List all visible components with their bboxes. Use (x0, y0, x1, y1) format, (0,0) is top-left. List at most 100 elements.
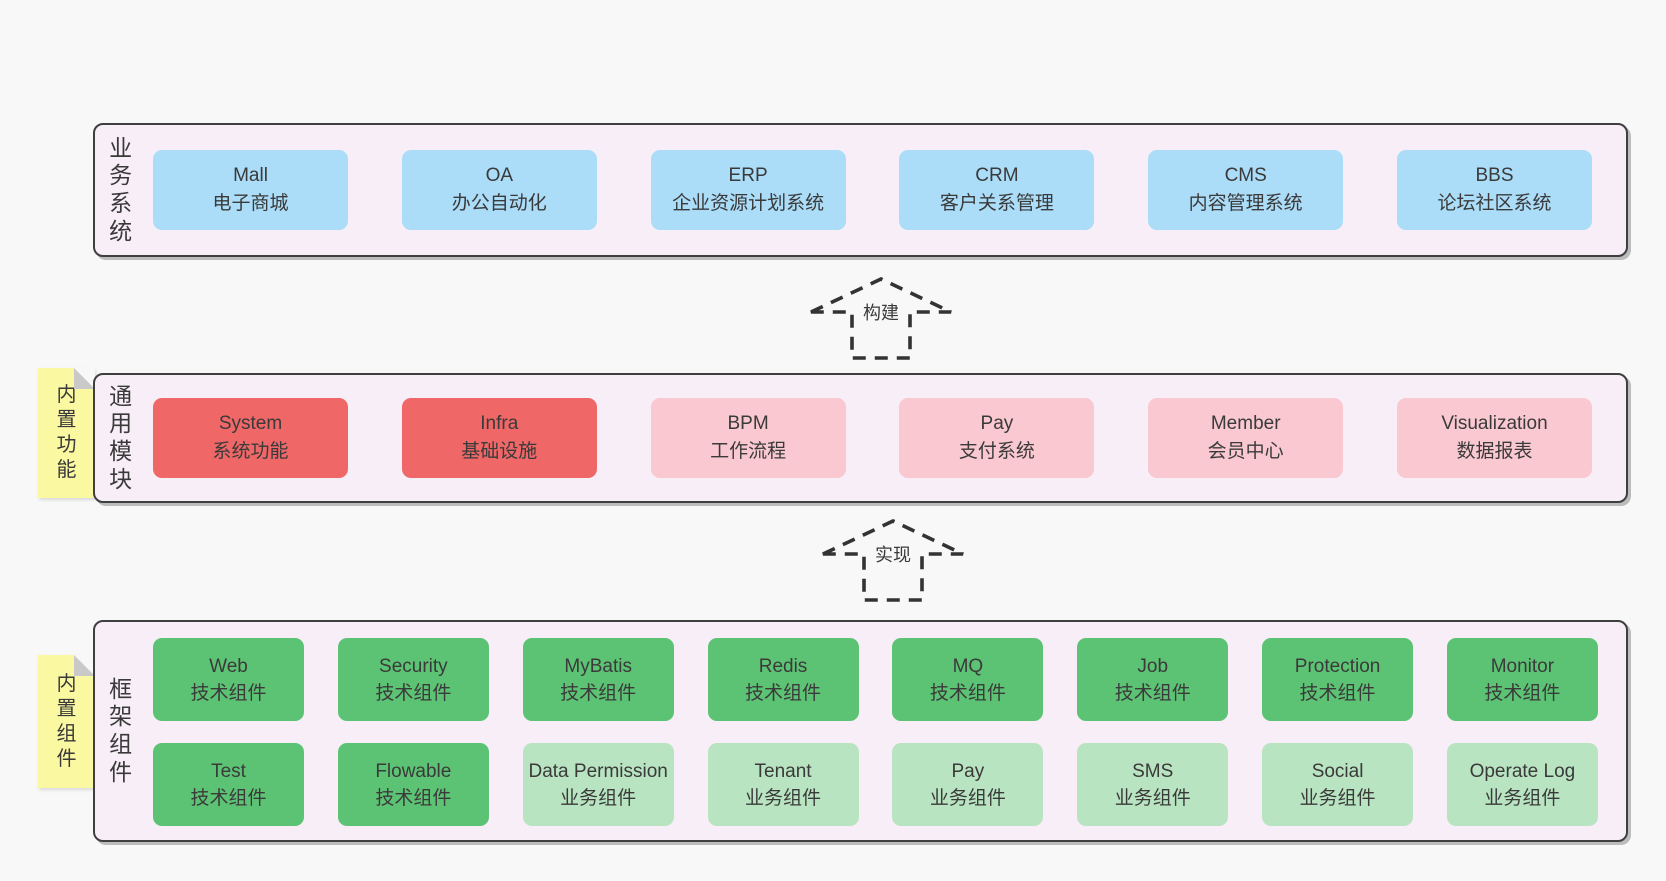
business-systems-row: Mall 电子商城 OA 办公自动化 ERP 企业资源计划系统 CRM 客户关系… (153, 150, 1592, 230)
box-oa: OA 办公自动化 (401, 150, 597, 230)
sticky-note-label: 内置组件 (56, 672, 77, 770)
box-subtitle: 内容管理系统 (1188, 193, 1303, 214)
box-subtitle: 技术组件 (375, 787, 452, 809)
box-subtitle: 技术组件 (375, 682, 452, 704)
box-sms: SMS 业务组件 (1077, 743, 1229, 826)
box-tenant: Tenant 业务组件 (707, 743, 859, 826)
box-data-permission: Data Permission 业务组件 (522, 743, 674, 826)
box-social: Social 业务组件 (1262, 743, 1414, 826)
box-title: Data Permission (528, 760, 668, 782)
common-modules-row: System 系统功能 Infra 基础设施 BPM 工作流程 Pay 支付系统… (153, 398, 1592, 478)
box-subtitle: 基础设施 (461, 441, 538, 462)
box-title: Monitor (1490, 655, 1555, 677)
box-title: CRM (975, 165, 1019, 186)
build-arrow-label: 构建 (860, 299, 902, 325)
implement-arrow-label: 实现 (872, 541, 914, 567)
box-title: Security (379, 655, 448, 677)
box-visualization: Visualization 数据报表 (1396, 398, 1592, 478)
box-pay-system: Pay 支付系统 (899, 398, 1095, 478)
box-bpm: BPM 工作流程 (650, 398, 846, 478)
box-subtitle: 技术组件 (745, 682, 822, 704)
box-title: BBS (1475, 165, 1514, 186)
box-subtitle: 技术组件 (1114, 682, 1191, 704)
box-subtitle: 技术组件 (1299, 682, 1376, 704)
panel-business-systems: 业务系统 Mall 电子商城 OA 办公自动化 ERP 企业资源计划系统 CRM… (93, 123, 1628, 257)
panel-title-text: 通用模块 (109, 382, 133, 492)
box-title: Flowable (375, 760, 452, 782)
box-title: Operate Log (1469, 760, 1576, 782)
box-subtitle: 技术组件 (560, 682, 637, 704)
box-subtitle: 企业资源计划系统 (672, 193, 825, 214)
box-erp: ERP 企业资源计划系统 (650, 150, 846, 230)
box-subtitle: 业务组件 (560, 787, 637, 809)
framework-components-row-1: Web 技术组件 Security 技术组件 MyBatis 技术组件 Redi… (153, 638, 1598, 721)
panel-title-text: 业务系统 (109, 134, 133, 244)
box-web: Web 技术组件 (153, 638, 304, 721)
box-title: CMS (1224, 165, 1267, 186)
panel-title: 业务系统 (107, 125, 134, 255)
box-subtitle: 业务组件 (745, 787, 822, 809)
box-infra: Infra 基础设施 (401, 398, 597, 478)
box-title: Redis (758, 655, 808, 677)
box-title: MyBatis (564, 655, 632, 677)
box-title: Job (1137, 655, 1169, 677)
up-arrow-icon (822, 519, 964, 602)
box-security: Security 技术组件 (337, 638, 489, 721)
box-job: Job 技术组件 (1077, 638, 1229, 721)
box-member: Member 会员中心 (1148, 398, 1344, 478)
box-redis: Redis 技术组件 (707, 638, 859, 721)
box-subtitle: 技术组件 (1484, 682, 1561, 704)
box-test: Test 技术组件 (153, 743, 304, 826)
box-subtitle: 电子商城 (212, 193, 289, 214)
box-subtitle: 技术组件 (190, 787, 267, 809)
box-subtitle: 业务组件 (1299, 787, 1376, 809)
box-monitor: Monitor 技术组件 (1446, 638, 1598, 721)
box-operate-log: Operate Log 业务组件 (1446, 743, 1598, 826)
box-title: Test (211, 760, 246, 782)
box-subtitle: 业务组件 (1484, 787, 1561, 809)
box-pay-component: Pay 业务组件 (892, 743, 1044, 826)
box-title: Protection (1294, 655, 1381, 677)
box-title: Web (209, 655, 248, 677)
panel-title-text: 框架组件 (109, 675, 133, 785)
sticky-note-builtin-functions: 内置功能 (38, 368, 95, 498)
box-title: Pay (980, 413, 1014, 434)
box-title: Social (1311, 760, 1364, 782)
box-subtitle: 数据报表 (1456, 441, 1533, 462)
box-title: MQ (952, 655, 984, 677)
box-system: System 系统功能 (153, 398, 348, 478)
box-title: Mall (233, 165, 268, 186)
box-mybatis: MyBatis 技术组件 (522, 638, 674, 721)
box-subtitle: 业务组件 (1114, 787, 1191, 809)
box-title: System (218, 413, 283, 434)
box-bbs: BBS 论坛社区系统 (1396, 150, 1592, 230)
box-title: Member (1210, 413, 1281, 434)
box-subtitle: 技术组件 (190, 682, 267, 704)
box-subtitle: 技术组件 (929, 682, 1006, 704)
box-subtitle: 会员中心 (1207, 441, 1284, 462)
box-title: Tenant (754, 760, 812, 782)
sticky-note-label: 内置功能 (56, 384, 77, 481)
box-title: SMS (1132, 760, 1174, 782)
box-subtitle: 工作流程 (710, 441, 787, 462)
box-title: BPM (727, 413, 769, 434)
box-title: Visualization (1441, 413, 1548, 434)
box-subtitle: 客户关系管理 (939, 193, 1054, 214)
box-subtitle: 论坛社区系统 (1437, 193, 1552, 214)
box-subtitle: 办公自动化 (451, 193, 547, 214)
box-cms: CMS 内容管理系统 (1148, 150, 1344, 230)
panel-title: 通用模块 (107, 375, 134, 501)
box-title: ERP (728, 165, 768, 186)
build-arrow: 构建 (806, 272, 956, 364)
framework-components-row-2: Test 技术组件 Flowable 技术组件 Data Permission … (153, 743, 1598, 826)
panel-title: 框架组件 (107, 622, 134, 840)
box-subtitle: 业务组件 (929, 787, 1006, 809)
box-title: Pay (951, 760, 985, 782)
box-subtitle: 系统功能 (212, 441, 289, 462)
panel-framework-components: 框架组件 Web 技术组件 Security 技术组件 MyBatis 技术组件… (93, 620, 1628, 842)
up-arrow-icon (810, 277, 952, 360)
box-protection: Protection 技术组件 (1262, 638, 1414, 721)
box-title: Infra (480, 413, 519, 434)
box-mq: MQ 技术组件 (892, 638, 1044, 721)
